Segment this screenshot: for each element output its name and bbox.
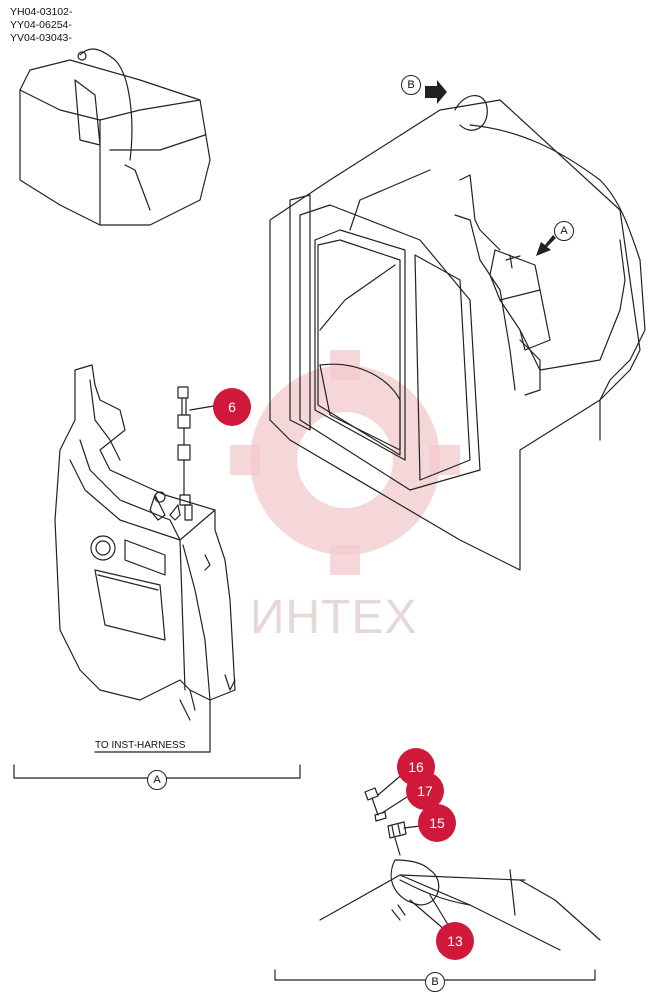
callout-part-17[interactable]: 17 bbox=[406, 772, 444, 810]
callout-part-6[interactable]: 6 bbox=[213, 388, 251, 426]
serial-number-list: YH04-03102- YY04-06254- YV04-03043- bbox=[10, 6, 72, 45]
detail-a-label: A bbox=[147, 770, 167, 790]
serial-number-2: YY04-06254- bbox=[10, 19, 72, 31]
console-overview-drawing bbox=[19, 48, 211, 226]
view-a-marker: A bbox=[554, 221, 574, 241]
callout-part-15[interactable]: 15 bbox=[418, 804, 456, 842]
detail-a-drawing bbox=[13, 364, 301, 779]
to-inst-harness-note: TO INST-HARNESS bbox=[95, 740, 186, 751]
view-b-arrow bbox=[425, 80, 447, 104]
view-a-arrow bbox=[536, 235, 556, 256]
detail-b-label: B bbox=[425, 972, 445, 992]
view-b-marker: B bbox=[401, 75, 421, 95]
serial-number-1: YH04-03102- bbox=[10, 6, 73, 18]
serial-number-3: YV04-03043- bbox=[10, 32, 72, 44]
callout-part-13[interactable]: 13 bbox=[436, 922, 474, 960]
cab-overview-drawing bbox=[269, 95, 646, 571]
watermark-text: ИНТЕХ bbox=[250, 591, 418, 644]
detail-b-drawing bbox=[274, 771, 601, 981]
